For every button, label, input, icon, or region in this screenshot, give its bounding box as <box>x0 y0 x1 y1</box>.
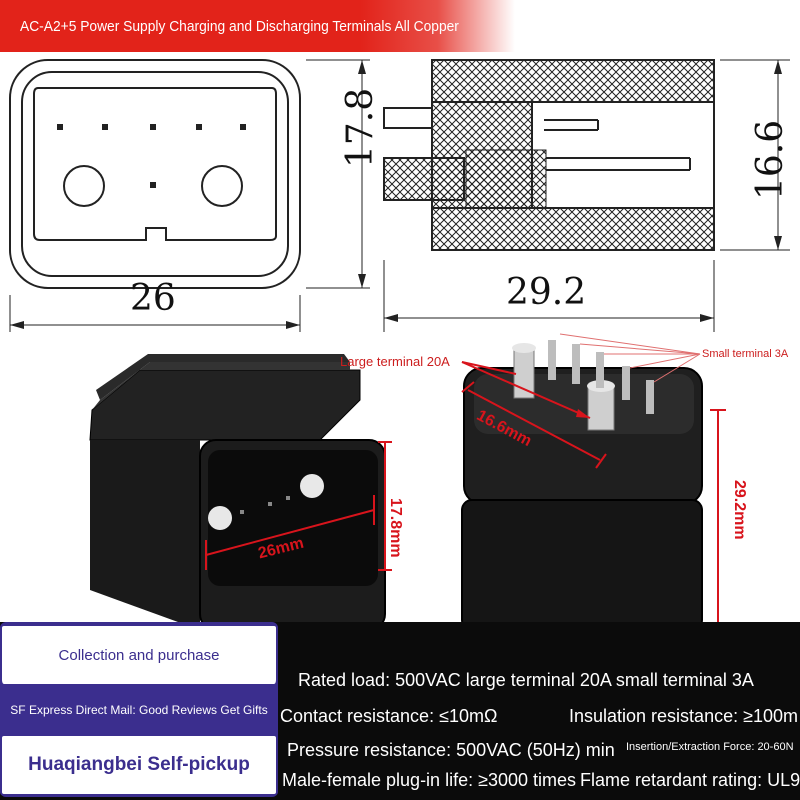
front-height-mm-label: 17.8mm <box>387 498 404 558</box>
self-pickup-button[interactable]: Huaqiangbei Self-pickup <box>0 734 278 796</box>
side-length-dimension: 29.2 <box>506 272 587 313</box>
body-length-mm-label: 29.2mm <box>731 480 748 540</box>
technical-drawing <box>9 59 790 332</box>
pressure-resistance-spec: Pressure resistance: 500VAC (50Hz) min <box>287 740 615 760</box>
title-banner <box>0 0 515 52</box>
insulation-resistance-spec: Insulation resistance: ≥100m <box>569 706 798 726</box>
contact-resistance-spec: Contact resistance: ≤10mΩ <box>280 706 498 726</box>
front-width-dimension: 26 <box>130 278 176 319</box>
connector-side-photo <box>461 333 726 630</box>
front-view-drawing <box>9 59 370 332</box>
flame-rating-spec: Flame retardant rating: UL90-V0 <box>580 770 800 790</box>
product-photos <box>89 333 726 630</box>
banner-title: AC-A2+5 Power Supply Charging and Discha… <box>20 18 459 35</box>
large-terminal-label: Large terminal 20A <box>340 354 450 369</box>
side-height-dimension: 16.6 <box>750 119 791 200</box>
sf-express-button[interactable]: SF Express Direct Mail: Good Reviews Get… <box>0 684 278 736</box>
insertion-force-spec: Insertion/Extraction Force: 20-60N <box>626 741 794 753</box>
collect-purchase-button[interactable]: Collection and purchase <box>0 624 278 684</box>
small-terminal-label: Small terminal 3A <box>702 348 789 360</box>
plug-life-spec: Male-female plug-in life: ≥3000 times <box>282 770 577 790</box>
connector-front-photo <box>89 354 392 630</box>
rated-load-spec: Rated load: 500VAC large terminal 20A sm… <box>298 670 754 690</box>
side-view-drawing <box>383 59 790 332</box>
front-height-dimension: 17.8 <box>340 87 381 168</box>
